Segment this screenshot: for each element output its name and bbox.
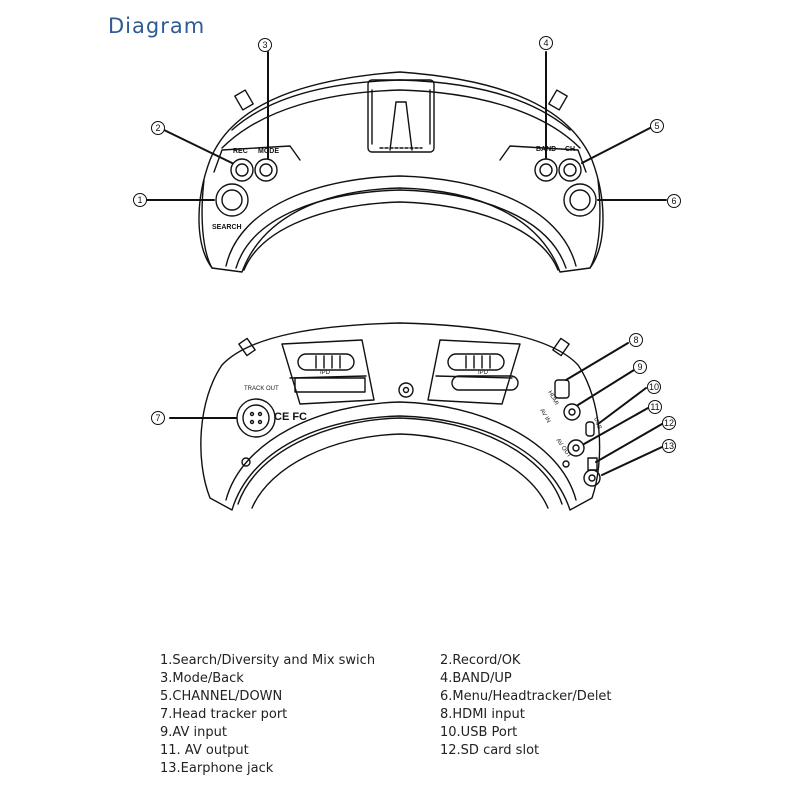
- callout-9: 9: [633, 360, 647, 374]
- label-ipd-right: IPD: [478, 370, 489, 376]
- callout-1: 1: [133, 193, 147, 207]
- callout-7: 7: [151, 411, 165, 425]
- legend-item-3: 3.Mode/Back: [160, 671, 244, 686]
- callout-number: 7: [155, 413, 160, 423]
- certification-marks: CE FC: [274, 411, 307, 423]
- callout-5: 5: [650, 119, 664, 133]
- label-hdmi: HDMI: [546, 390, 559, 407]
- callout-2: 2: [151, 121, 165, 135]
- label-ch: CH: [565, 146, 575, 153]
- callout-number: 6: [671, 196, 676, 206]
- callout-number: 4: [543, 38, 548, 48]
- callout-11: 11: [648, 400, 662, 414]
- callout-number: 3: [262, 40, 267, 50]
- legend-item-4: 4.BAND/UP: [440, 671, 512, 686]
- label-av-out: AV OUT: [554, 438, 572, 460]
- legend-item-11: 11. AV output: [160, 743, 249, 758]
- callout-3: 3: [258, 38, 272, 52]
- legend-item-9: 9.AV input: [160, 725, 227, 740]
- legend-item-2: 2.Record/OK: [440, 653, 521, 668]
- callout-number: 8: [633, 335, 638, 345]
- goggles-bottom-view: [200, 322, 601, 511]
- callout-number: 5: [654, 121, 659, 131]
- legend-item-7: 7.Head tracker port: [160, 707, 288, 722]
- goggles-top-view: [198, 71, 604, 273]
- callout-number: 9: [637, 362, 642, 372]
- legend-item-13: 13.Earphone jack: [160, 761, 274, 776]
- callout-6: 6: [667, 194, 681, 208]
- callout-number: 2: [155, 123, 160, 133]
- label-av-in: AV IN: [538, 408, 551, 424]
- callout-number: 11: [650, 402, 659, 412]
- callout-number: 12: [664, 418, 674, 428]
- legend-item-12: 12.SD card slot: [440, 743, 540, 758]
- callout-4: 4: [539, 36, 553, 50]
- label-usb: USB: [592, 417, 602, 431]
- legend-left-column: 1.Search/Diversity and Mix swich 3.Mode/…: [160, 652, 375, 778]
- callout-8: 8: [629, 333, 643, 347]
- label-mode: MODE: [258, 148, 279, 155]
- legend-item-6: 6.Menu/Headtracker/Delet: [440, 689, 612, 704]
- legend-item-10: 10.USB Port: [440, 725, 518, 740]
- callout-number: 1: [137, 195, 142, 205]
- label-ipd-left: IPD: [320, 370, 331, 376]
- label-track-out: TRACK OUT: [244, 386, 279, 392]
- legend-item-5: 5.CHANNEL/DOWN: [160, 689, 283, 704]
- callout-12: 12: [662, 416, 676, 430]
- legend-item-8: 8.HDMI input: [440, 707, 525, 722]
- callout-number: 13: [664, 441, 674, 451]
- label-rec: REC: [233, 148, 248, 155]
- legend-right-column: 2.Record/OK 4.BAND/UP 6.Menu/Headtracker…: [440, 652, 612, 760]
- callout-lines: [146, 51, 667, 476]
- label-band: BAND: [536, 146, 556, 153]
- diagram-title: Diagram: [108, 14, 206, 38]
- label-search: SEARCH: [212, 224, 242, 231]
- legend-item-1: 1.Search/Diversity and Mix swich: [160, 653, 376, 668]
- callout-13: 13: [662, 439, 676, 453]
- callout-number: 10: [649, 382, 659, 392]
- callout-10: 10: [647, 380, 661, 394]
